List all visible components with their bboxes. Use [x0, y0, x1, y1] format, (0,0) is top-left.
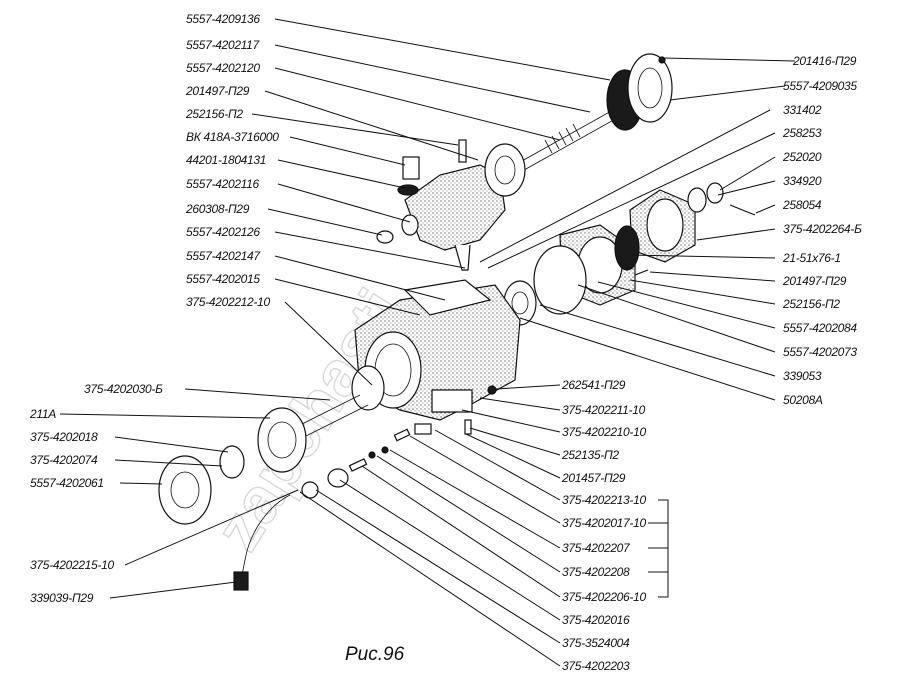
part-label: 201497-П29	[185, 84, 250, 98]
flange-disk	[627, 53, 673, 123]
part-label: 262541-П29	[561, 378, 626, 392]
part-label: 375-4202207	[562, 541, 631, 555]
leader-lines	[59, 18, 796, 667]
part-label: 201497-П29	[782, 274, 847, 288]
part-label: 201457-П29	[561, 471, 626, 485]
part-label: 201416-П29	[792, 54, 857, 68]
fork-leg	[454, 244, 471, 271]
housing-flange	[484, 143, 526, 197]
part-label: 375-4202264-Б	[783, 222, 862, 236]
ring	[376, 230, 394, 244]
part-label: 375-4202203	[562, 659, 630, 673]
part-label: 375-4202016	[562, 613, 630, 627]
detent-plug	[414, 423, 432, 435]
part-label: 5557-4202147	[186, 249, 261, 263]
part-label: 5557-4202120	[186, 61, 260, 75]
spring	[393, 428, 411, 442]
part-label: 5557-4202116	[186, 177, 260, 191]
part-label: 334920	[783, 174, 822, 188]
washer	[706, 182, 724, 204]
part-label: 331402	[783, 103, 822, 117]
seal	[614, 225, 640, 271]
labels-left: 5557-4209136 5557-4202117 5557-4202120 2…	[29, 12, 280, 605]
part-label: 375-4202213-10	[562, 493, 647, 507]
part-label: 5557-4209035	[783, 79, 857, 93]
ball	[368, 451, 376, 459]
part-label: 375-4202206-10	[562, 590, 647, 604]
part-label: 5557-4202061	[30, 476, 104, 490]
part-label: 252156-П2	[782, 297, 840, 311]
spring	[348, 458, 368, 472]
cotter-pin	[729, 204, 756, 216]
part-label: 44201-1804131	[186, 153, 266, 167]
part-label: 5557-4202126	[186, 225, 260, 239]
part-label: 375-4202211-10	[562, 403, 646, 417]
upper-shaft-assembly	[376, 53, 673, 271]
sensor-nut	[397, 184, 419, 196]
part-label: 375-4202074	[30, 453, 98, 467]
part-label: 339053	[783, 369, 822, 383]
speed-sensor	[402, 156, 420, 180]
part-label: 375-4202215-10	[30, 558, 115, 572]
lower-boss	[431, 389, 473, 413]
part-label: 252135-П2	[561, 448, 619, 462]
labels-right: 201416-П29 5557-4209035 331402 258253 25…	[782, 54, 862, 407]
part-label: 375-4202018	[30, 430, 98, 444]
flange-inner	[637, 67, 663, 109]
shaft-line	[297, 404, 369, 441]
main-gearbox-housing	[354, 279, 521, 421]
lower-shaft-assembly	[158, 365, 497, 591]
part-label: 375-4202017-10	[562, 516, 647, 530]
bolt	[464, 419, 472, 435]
part-label: 211А	[29, 407, 56, 421]
part-label: 5557-4202015	[186, 272, 260, 286]
part-label: 375-4202210-10	[562, 425, 647, 439]
part-label: 252020	[782, 150, 822, 164]
gear	[257, 407, 307, 473]
ball	[381, 446, 389, 454]
part-label: 258054	[782, 198, 822, 212]
bearing	[351, 365, 385, 411]
part-label: 5557-4202117	[186, 38, 261, 52]
bolt	[634, 269, 649, 276]
right-flange-assembly	[503, 182, 756, 326]
plug	[301, 481, 319, 499]
part-label: 339039-П29	[30, 591, 94, 605]
bearing	[401, 214, 419, 236]
washer	[487, 385, 497, 395]
snap-ring	[219, 445, 245, 479]
coupling-sleeve	[158, 455, 212, 525]
breather-hose	[239, 494, 291, 586]
part-label: 258253	[782, 126, 822, 140]
part-label: 375-4202030-Б	[84, 382, 163, 396]
part-label: 5557-4202084	[783, 321, 857, 335]
part-label: 5557-4209136	[186, 12, 260, 26]
figure-caption: Рис.96	[345, 644, 405, 665]
part-label: 375-4202212-10	[186, 295, 271, 309]
part-label: 375-4202208	[562, 565, 630, 579]
part-label: 260308-П29	[185, 202, 250, 216]
part-label: 252156-П2	[185, 107, 243, 121]
part-label: ВК 418А-3716000	[186, 130, 279, 144]
bolt	[458, 139, 467, 163]
part-label: 50208А	[783, 393, 823, 407]
output-bore	[646, 198, 684, 252]
upper-housing	[404, 164, 506, 251]
gasket	[533, 245, 587, 315]
labels-bottom: 262541-П29 375-4202211-10 375-4202210-10…	[561, 378, 647, 673]
seal-ring	[327, 468, 349, 488]
elbow-fitting	[233, 571, 249, 591]
part-label: 21-51х76-1	[782, 251, 841, 265]
part-label: 375-3524004	[562, 636, 630, 650]
nut	[687, 187, 707, 213]
part-label: 5557-4202073	[783, 345, 857, 359]
top-cover	[403, 279, 492, 316]
